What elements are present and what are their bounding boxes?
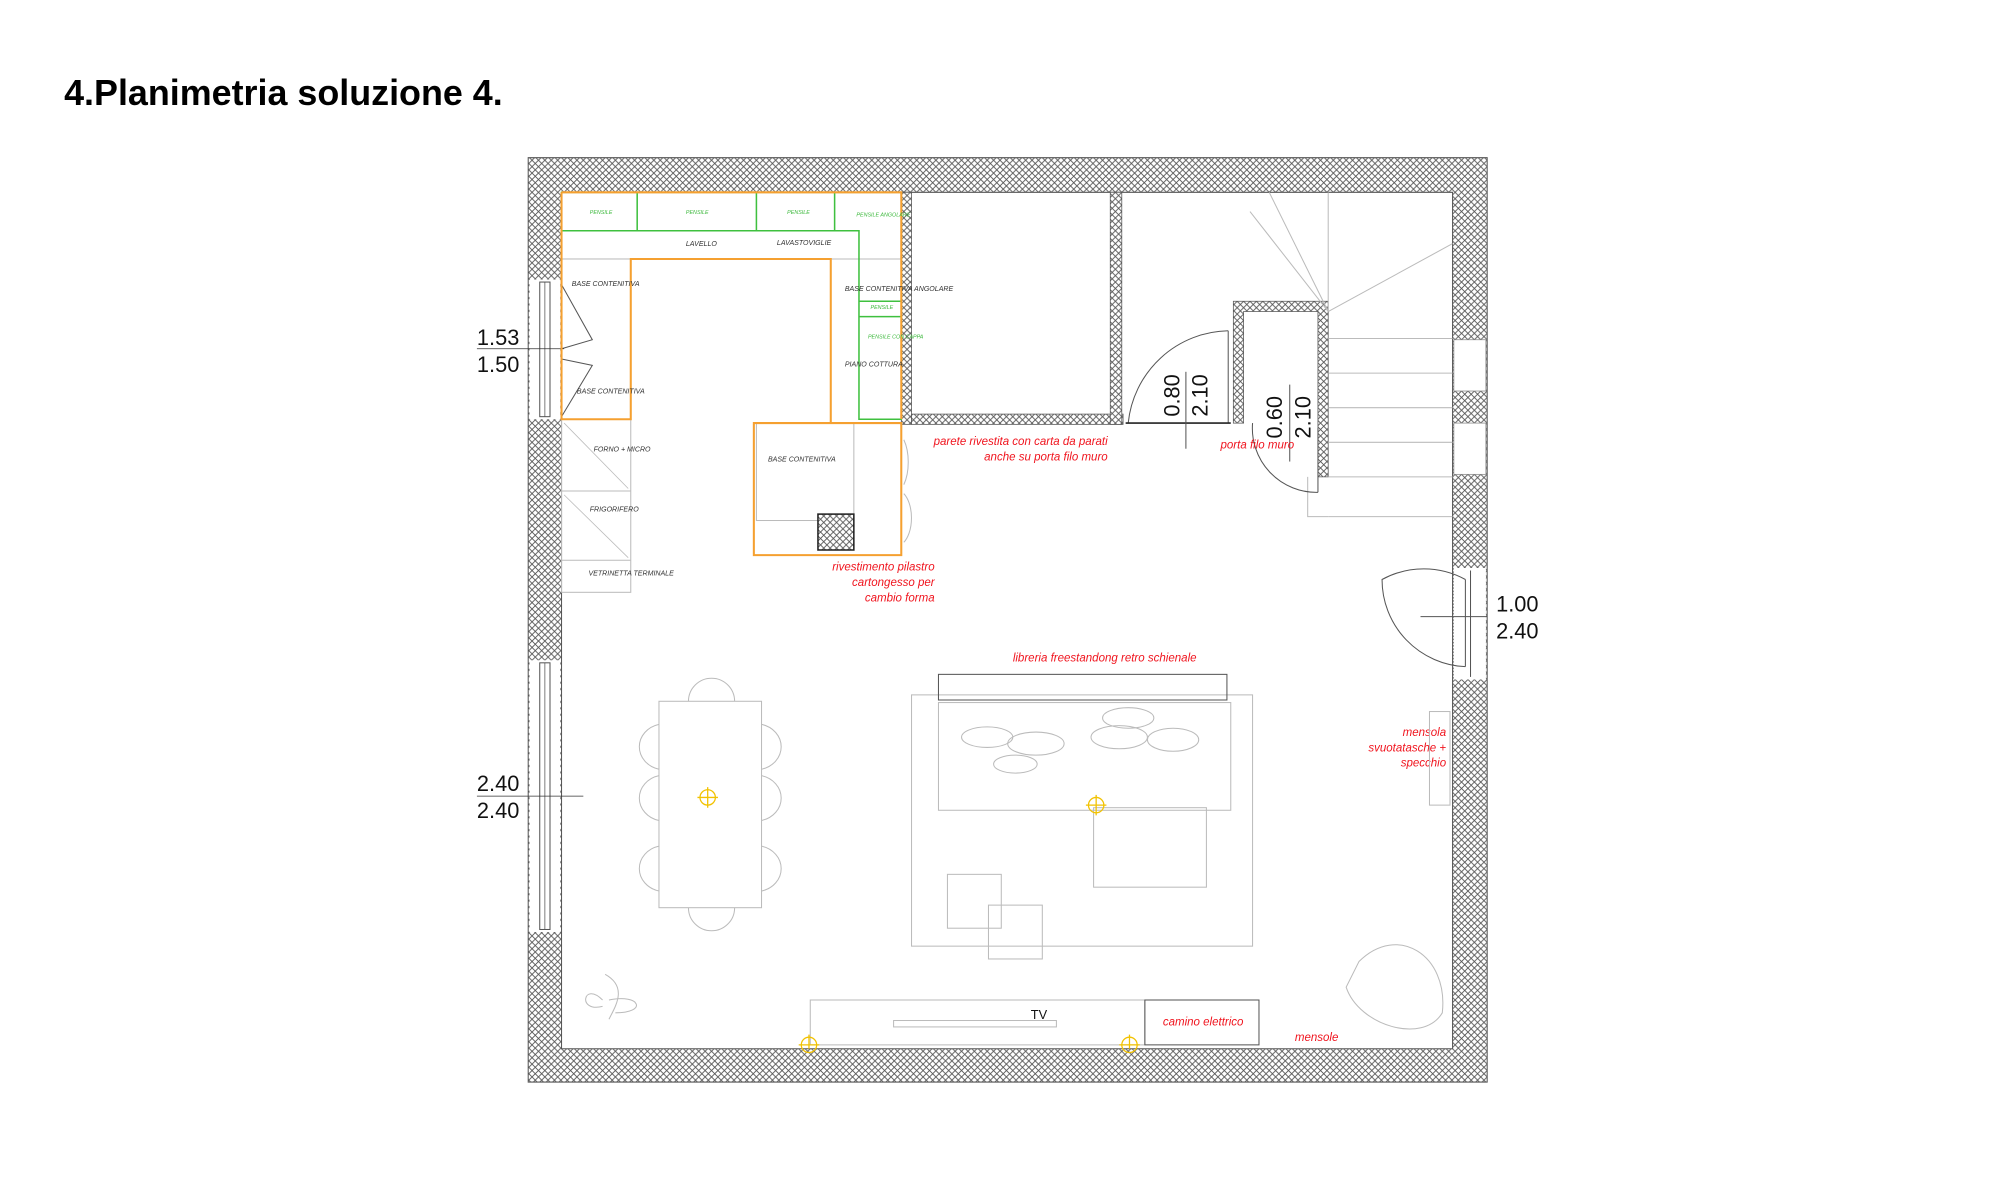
dimensions-door_small-1-label: 2.10: [1290, 396, 1315, 438]
notes-mensola-1-label: svuotatasche +: [1368, 742, 1446, 754]
dimensions-door_small-0-label: 0.60: [1262, 396, 1287, 438]
kitchen-base_contenitiva_2-label: BASE CONTENITIVA: [577, 389, 645, 396]
dimensions-window_bottom_left-1-label: 2.40: [477, 798, 519, 823]
windows: [539, 281, 1472, 930]
electric-fireplace: [1144, 999, 1260, 1046]
staircase: [1249, 192, 1453, 518]
dimensions-window_bottom_left-0-label: 2.40: [477, 771, 519, 796]
outer-walls: [527, 157, 1488, 1083]
notes-pilastro-1-label: cartongesso per: [852, 577, 936, 589]
kitchen-pensili-2-label: PENSILE: [787, 210, 810, 216]
kitchen-lavastoviglie-label: LAVASTOVIGLIE: [777, 240, 832, 247]
notes-pilastro-2-label: cambio forma: [865, 592, 935, 604]
dining-table: [638, 677, 782, 932]
notes-parete-1-label: anche su porta filo muro: [984, 451, 1108, 463]
dimensions-door_bath-0-label: 0.80: [1159, 374, 1184, 416]
dimensions-window_top_left-1-label: 1.50: [477, 352, 519, 377]
page-title: 4.Planimetria soluzione 4.: [64, 73, 503, 113]
kitchen-lavello-label: LAVELLO: [686, 241, 717, 248]
pillar: [817, 513, 855, 551]
notes-mensola-0-label: mensola: [1403, 727, 1447, 739]
interior-walls: [900, 191, 1329, 478]
notes: parete rivestita con carta da parati anc…: [832, 436, 1451, 1044]
dimensions-window_top_left-0-label: 1.53: [477, 325, 519, 350]
kitchen-pensile_cappa-label: PENSILE CON CAPPA: [868, 334, 924, 340]
notes-parete-0-label: parete rivestita con carta da parati: [933, 436, 1109, 448]
kitchen-vetrinetta-label: VETRINETTA TERMINALE: [588, 571, 674, 578]
kitchen-base_contenitiva_angolare-label: BASE CONTENITIVA ANGOLARE: [845, 286, 954, 293]
notes-mensola-2-label: specchio: [1401, 758, 1447, 770]
dimensions-door_right-1-label: 2.40: [1496, 618, 1538, 643]
tv-unit: [809, 999, 1260, 1046]
dimensions-door_right-0-label: 1.00: [1496, 592, 1538, 617]
kitchen-frigorifero-label: FRIGORIFERO: [590, 507, 639, 514]
living-area: [585, 673, 1444, 1030]
kitchen-pensili-1-label: PENSILE: [686, 210, 709, 216]
kitchen-pensili-3-label: PENSILE ANGOLARE: [856, 213, 910, 219]
notes-libreria-label: libreria freestandong retro schienale: [1013, 653, 1197, 665]
notes-pilastro-0-label: rivestimento pilastro: [832, 562, 935, 574]
kitchen-pensili-0-label: PENSILE: [590, 210, 613, 216]
notes-tv-label: TV: [1031, 1007, 1048, 1022]
dimensions-door_bath-1-label: 2.10: [1188, 374, 1213, 416]
notes-porta_filo_muro-label: porta filo muro: [1220, 440, 1295, 452]
kitchen-piano_cottura-label: PIANO COTTURA: [845, 362, 903, 369]
dimension-labels: 1.53 1.50 2.40 2.40 1.00 2.40 0.80 2.10 …: [477, 325, 1539, 823]
doors: [1125, 330, 1488, 668]
notes-mensole-label: mensole: [1295, 1032, 1339, 1044]
kitchen-forno-label: FORNO + MICRO: [594, 446, 651, 453]
kitchen: PENSILE PENSILE PENSILE PENSILE ANGOLARE…: [560, 191, 954, 593]
kitchen-base_island-label: BASE CONTENITIVA: [768, 457, 836, 464]
light-points: [697, 787, 1140, 1054]
kitchen-base_contenitiva_1-label: BASE CONTENITIVA: [572, 281, 640, 288]
notes-camino-label: camino elettrico: [1163, 1017, 1244, 1029]
kitchen-pensile_right-label: PENSILE: [871, 305, 894, 311]
